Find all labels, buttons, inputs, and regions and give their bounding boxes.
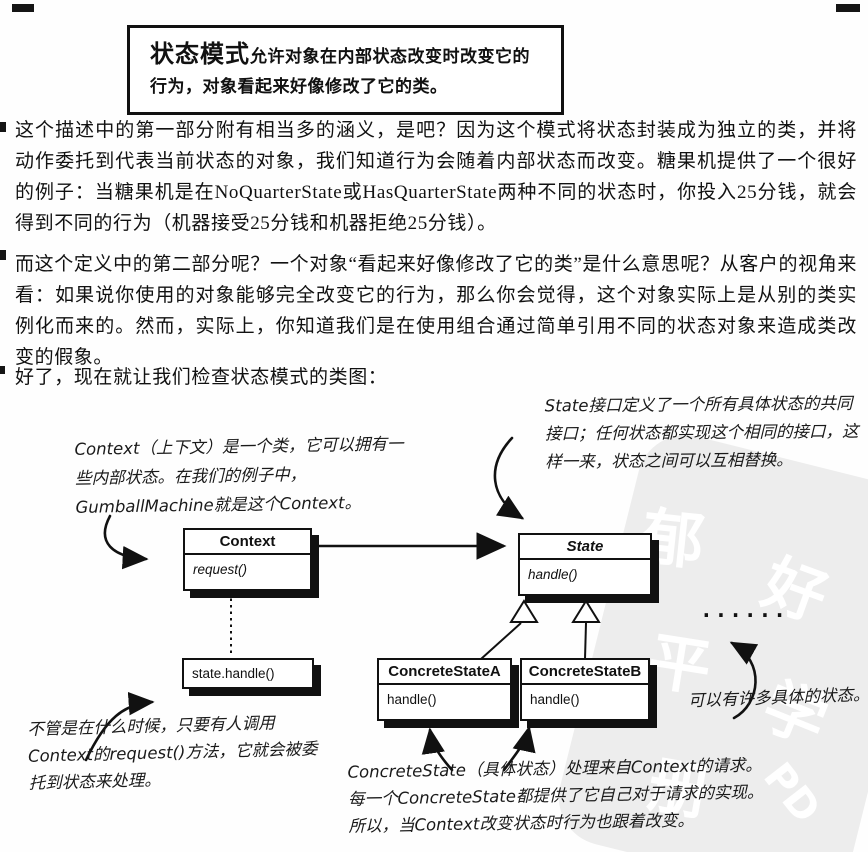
pattern-definition-box: 状态模式允许对象在内部状态改变时改变它的行为，对象看起来好像修改了它的类。 <box>127 25 564 115</box>
scan-artifact <box>0 366 5 374</box>
inheritance-line-b <box>584 622 587 660</box>
scan-artifact <box>0 122 6 132</box>
annotation-concrete-state: ConcreteState（具体状态）处理来自Context的请求。每一个Con… <box>347 755 764 836</box>
annotation-arrow-concrete-a <box>421 727 454 772</box>
annotation-many-states: 可以有许多具体的状态。 <box>687 684 868 711</box>
annotation-arrow-state <box>493 436 525 520</box>
class-name: State <box>520 535 650 560</box>
paragraph-1: 这个描述中的第一部分附有相当多的涵义，是吧？因为这个模式将状态封装成为独立的类，… <box>15 120 857 234</box>
class-name: Context <box>185 530 310 555</box>
code-note-box: state.handle() <box>182 658 314 689</box>
annotation-request: 不管是在什么时候，只要有人调用Context的request()方法，它就会被委… <box>27 713 318 793</box>
class-method: handle() <box>387 692 437 707</box>
annotation-state: State接口定义了一个所有具体状态的共同接口；任何状态都实现这个相同的接口，这… <box>544 393 859 472</box>
ellipsis-more-states: ...... <box>700 598 788 622</box>
class-name: ConcreteStateB <box>522 660 648 685</box>
class-box-context: Context request() <box>183 528 312 591</box>
class-box-concrete-state-b: ConcreteStateB handle() <box>520 658 650 721</box>
annotation-arrow-dots <box>729 641 759 720</box>
annotation-arrow-context <box>103 514 149 570</box>
annotation-arrow-request <box>84 692 155 762</box>
class-box-concrete-state-a: ConcreteStateA handle() <box>377 658 512 721</box>
annotation-context: Context（上下文）是一个类，它可以拥有一些内部状态。在我们的例子中，Gum… <box>74 434 404 517</box>
pattern-name: 状态模式 <box>150 41 250 68</box>
pattern-definition-text: 允许对象在内部状态改变时改变它的行为，对象看起来好像修改了它的类。 <box>150 47 530 96</box>
scan-artifact <box>0 250 6 260</box>
scan-artifact <box>836 4 860 12</box>
inheritance-triangle-a <box>509 599 539 623</box>
class-name: ConcreteStateA <box>379 660 510 685</box>
class-box-state: State handle() <box>518 533 652 596</box>
class-method: handle() <box>528 567 578 582</box>
class-method: handle() <box>530 692 580 707</box>
paragraph-3: 好了，现在就让我们检查状态模式的类图： <box>15 367 388 388</box>
paragraph-2: 而这个定义中的第二部分呢？一个对象“看起来好像修改了它的类”是什么意思呢？从客户… <box>15 254 857 368</box>
scan-artifact <box>12 4 34 12</box>
inheritance-triangle-b <box>571 599 601 623</box>
inheritance-line-a <box>480 622 522 660</box>
class-method: request() <box>193 562 248 577</box>
annotation-arrow-concrete-b <box>502 725 536 772</box>
